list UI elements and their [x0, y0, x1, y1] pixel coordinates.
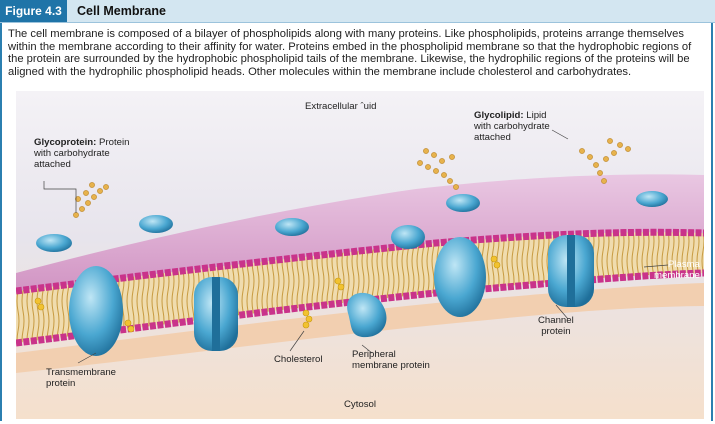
figure-header: Figure 4.3 Cell Membrane	[0, 0, 715, 23]
figure-title: Cell Membrane	[77, 0, 166, 22]
plasma-membrane-line2: membrane	[654, 270, 700, 281]
glycolipid-desc-line1: Lipid	[524, 110, 547, 121]
channel-protein-line1: Channel	[538, 315, 574, 326]
label-cytosol: Cytosol	[344, 399, 376, 410]
label-glycoprotein: Glycoprotein: Protein with carbohydrate …	[34, 137, 129, 170]
label-cholesterol: Cholesterol	[274, 354, 323, 365]
label-extracellular-fluid: Extracellular ˆuid	[305, 101, 376, 112]
label-peripheral-protein: Peripheral membrane protein	[352, 349, 430, 371]
glycoprotein-term: Glycoprotein:	[34, 137, 96, 148]
glycolipid-desc-line2: with carbohydrate	[474, 121, 550, 132]
peripheral-protein-line1: Peripheral	[352, 349, 396, 360]
glycoprotein-desc-line3: attached	[34, 159, 71, 170]
plasma-membrane-line1: Plasma	[668, 259, 700, 270]
glycoprotein-desc-line2: with carbohydrate	[34, 148, 110, 159]
label-plasma-membrane: Plasma membrane	[654, 259, 700, 281]
label-transmembrane-protein: Transmembrane protein	[46, 367, 116, 389]
glycoprotein-desc-line1: Protein	[96, 137, 129, 148]
transmembrane-protein-line1: Transmembrane	[46, 367, 116, 378]
transmembrane-protein-line2: protein	[46, 378, 75, 389]
label-channel-protein: Channel protein	[538, 315, 574, 337]
label-glycolipid: Glycolipid: Lipid with carbohydrate atta…	[474, 110, 550, 143]
glycolipid-term: Glycolipid:	[474, 110, 524, 121]
peripheral-protein-line2: membrane protein	[352, 360, 430, 371]
channel-protein-line2: protein	[541, 326, 570, 337]
figure-number-badge: Figure 4.3	[0, 0, 67, 22]
glycolipid-desc-line3: attached	[474, 132, 511, 143]
cell-membrane-illustration: Extracellular ˆuid Glycoprotein: Protein…	[16, 91, 704, 419]
figure-caption: The cell membrane is composed of a bilay…	[8, 28, 708, 78]
transmembrane-protein-shape	[69, 266, 123, 356]
